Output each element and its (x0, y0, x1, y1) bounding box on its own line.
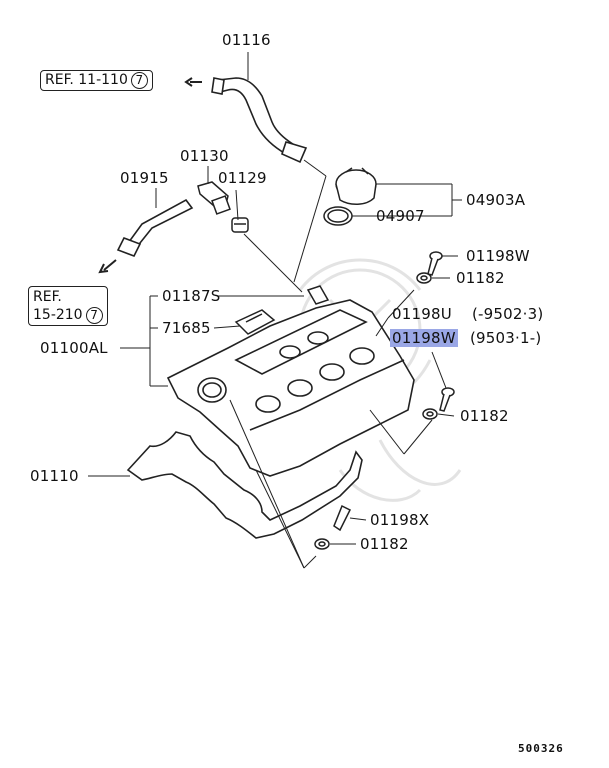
part-label-01116[interactable]: 01116 (222, 31, 271, 49)
oil-cap-04903A (335, 167, 377, 205)
part-label-01198U[interactable]: 01198U (392, 305, 452, 323)
part-label-01187S[interactable]: 01187S (162, 287, 221, 305)
part-label-01110[interactable]: 01110 (30, 467, 79, 485)
gasket-04907 (323, 206, 353, 226)
part-label-01182-top[interactable]: 01182 (456, 269, 505, 287)
pcv-valve-01130 (197, 181, 231, 215)
hose-01915 (116, 198, 194, 258)
bolt-01198W-top (427, 251, 443, 276)
arrow-ref1 (184, 77, 202, 87)
gasket-01110 (126, 431, 363, 539)
washer-01182-bot (314, 538, 330, 550)
part-label-04903A[interactable]: 04903A (466, 191, 526, 209)
bolt-01198X (333, 504, 352, 532)
part-label-01915[interactable]: 01915 (120, 169, 169, 187)
washer-01182-top (416, 272, 432, 284)
ref-text-line2: 15-210 (33, 307, 83, 323)
part-label-01182-bot[interactable]: 01182 (360, 535, 409, 553)
part-label-01198X[interactable]: 01198X (370, 511, 430, 529)
ref-text: REF. 11-110 (45, 72, 128, 88)
part-label-01182-mid[interactable]: 01182 (460, 407, 509, 425)
bolt-01198W-mid (439, 387, 455, 412)
label-plate-71685 (234, 309, 276, 335)
part-label-01100AL[interactable]: 01100AL (40, 339, 108, 357)
part-label-01129[interactable]: 01129 (218, 169, 267, 187)
ref-circle-number: 7 (130, 72, 148, 89)
hose-01187S (306, 285, 330, 305)
ref-text-line1: REF. (33, 289, 62, 305)
valve-cover-01100AL (166, 299, 415, 477)
highlight-box: 01198W (390, 329, 458, 347)
part-label-01198W-top[interactable]: 01198W (466, 247, 530, 265)
arrow-ref2 (98, 259, 117, 274)
part-label-01198W-highlighted[interactable]: 01198W (390, 329, 458, 347)
ref-circle-number: 7 (85, 307, 103, 324)
washer-01182-mid (422, 408, 438, 420)
leader-lines (88, 52, 462, 569)
part-label-04907[interactable]: 04907 (376, 207, 425, 225)
part-range-01198U: (-9502·3) (472, 305, 544, 323)
hose-01116 (211, 77, 308, 164)
figure-number: 500326 (518, 742, 564, 755)
grommet-01129 (231, 217, 249, 233)
part-range-01198W: (9503·1-) (470, 329, 542, 347)
part-label-01130[interactable]: 01130 (180, 147, 229, 165)
part-label-71685[interactable]: 71685 (162, 319, 211, 337)
